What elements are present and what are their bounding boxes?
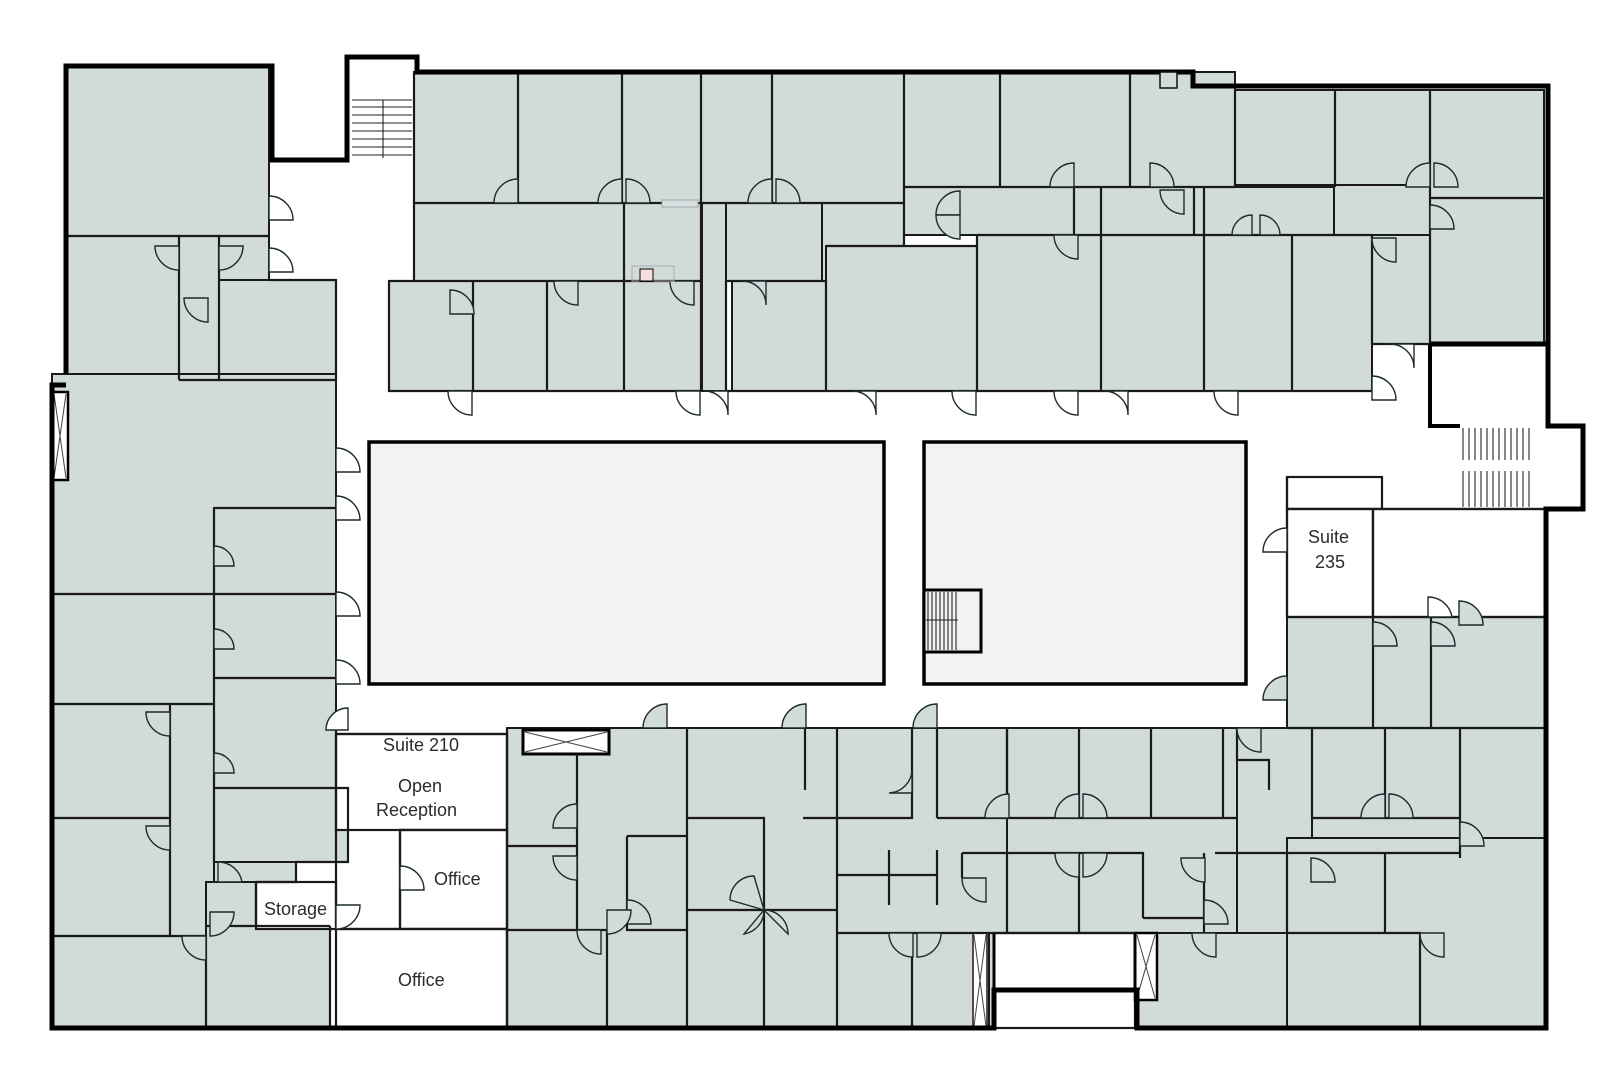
suite-235-label-line2: 235	[1315, 552, 1346, 572]
available-spaces	[254, 475, 1548, 1030]
suite-210-label: Suite 210	[383, 735, 460, 755]
stair-northwest	[352, 99, 412, 158]
exterior-walls	[49, 54, 1586, 1031]
doors	[145, 162, 1485, 961]
shaft-south-left	[972, 932, 988, 1029]
shafts	[50, 390, 1159, 1029]
tenant-spaces	[51, 65, 1547, 1029]
open-reception-label-line1: Open	[398, 776, 443, 796]
alarm-icon	[639, 268, 654, 282]
atria	[367, 440, 1248, 686]
stair-east	[1460, 428, 1532, 507]
shaft-southwest	[521, 728, 611, 756]
west-atrium	[367, 440, 886, 686]
suite-235-label-line1: Suite	[1308, 527, 1350, 547]
stair-atrium	[922, 588, 983, 654]
storage-label: Storage	[264, 899, 328, 919]
open-reception-label-line2: Reception	[376, 800, 458, 820]
office-lower-label: Office	[398, 970, 445, 990]
interior-walls	[52, 72, 1546, 1028]
office-upper-label: Office	[434, 869, 481, 889]
fixtures	[631, 71, 1178, 282]
